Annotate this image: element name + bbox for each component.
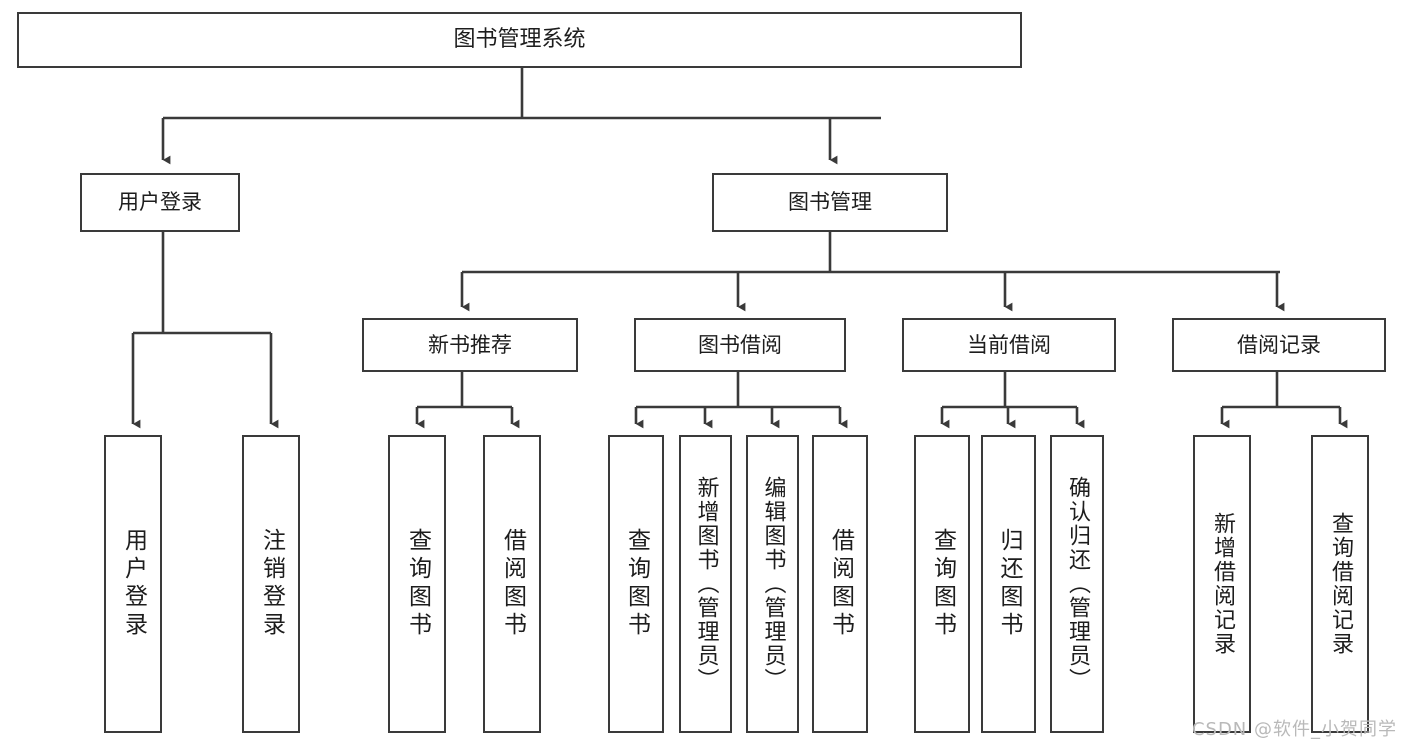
node-label: 新增图书（管理员） (693, 476, 719, 692)
node-user-login[interactable]: 用户登录 (80, 173, 240, 232)
node-current-borrow[interactable]: 当前借阅 (902, 318, 1116, 372)
node-label: 确认归还（管理员） (1065, 476, 1090, 692)
leaf-query-book-recommend[interactable]: 查询图书 (388, 435, 446, 733)
leaf-add-book-admin[interactable]: 新增图书（管理员） (679, 435, 732, 733)
node-label: 借阅图书 (827, 528, 854, 640)
node-label: 归还图书 (996, 528, 1022, 640)
node-label: 注销登录 (258, 528, 285, 640)
leaf-query-book-current[interactable]: 查询图书 (914, 435, 970, 733)
node-book-borrow[interactable]: 图书借阅 (634, 318, 846, 372)
node-label: 当前借阅 (967, 332, 1051, 357)
leaf-return-book[interactable]: 归还图书 (981, 435, 1036, 733)
node-label: 新书推荐 (428, 332, 512, 357)
leaf-borrow-book-recommend[interactable]: 借阅图书 (483, 435, 541, 733)
leaf-edit-book-admin[interactable]: 编辑图书（管理员） (746, 435, 799, 733)
node-label: 新增借阅记录 (1210, 512, 1235, 656)
leaf-add-borrow-record[interactable]: 新增借阅记录 (1193, 435, 1251, 733)
node-label: 查询图书 (623, 528, 650, 640)
leaf-logout[interactable]: 注销登录 (242, 435, 300, 733)
node-new-book-recommend[interactable]: 新书推荐 (362, 318, 578, 372)
leaf-query-book-borrow[interactable]: 查询图书 (608, 435, 664, 733)
leaf-query-borrow-record[interactable]: 查询借阅记录 (1311, 435, 1369, 733)
node-label: 图书管理系统 (453, 27, 586, 53)
node-label: 用户登录 (120, 528, 147, 640)
node-label: 图书管理 (788, 190, 872, 215)
node-root-system[interactable]: 图书管理系统 (17, 12, 1022, 68)
node-label: 编辑图书（管理员） (760, 476, 786, 692)
node-label: 查询借阅记录 (1328, 512, 1353, 656)
leaf-confirm-return-admin[interactable]: 确认归还（管理员） (1050, 435, 1104, 733)
node-book-management[interactable]: 图书管理 (712, 173, 948, 232)
node-borrow-records[interactable]: 借阅记录 (1172, 318, 1386, 372)
node-label: 图书借阅 (698, 332, 782, 357)
node-label: 借阅记录 (1237, 332, 1321, 357)
node-label: 查询图书 (404, 528, 431, 640)
node-label: 用户登录 (118, 190, 202, 215)
leaf-borrow-book[interactable]: 借阅图书 (812, 435, 868, 733)
node-label: 借阅图书 (499, 528, 526, 640)
node-label: 查询图书 (929, 528, 956, 640)
leaf-user-login[interactable]: 用户登录 (104, 435, 162, 733)
